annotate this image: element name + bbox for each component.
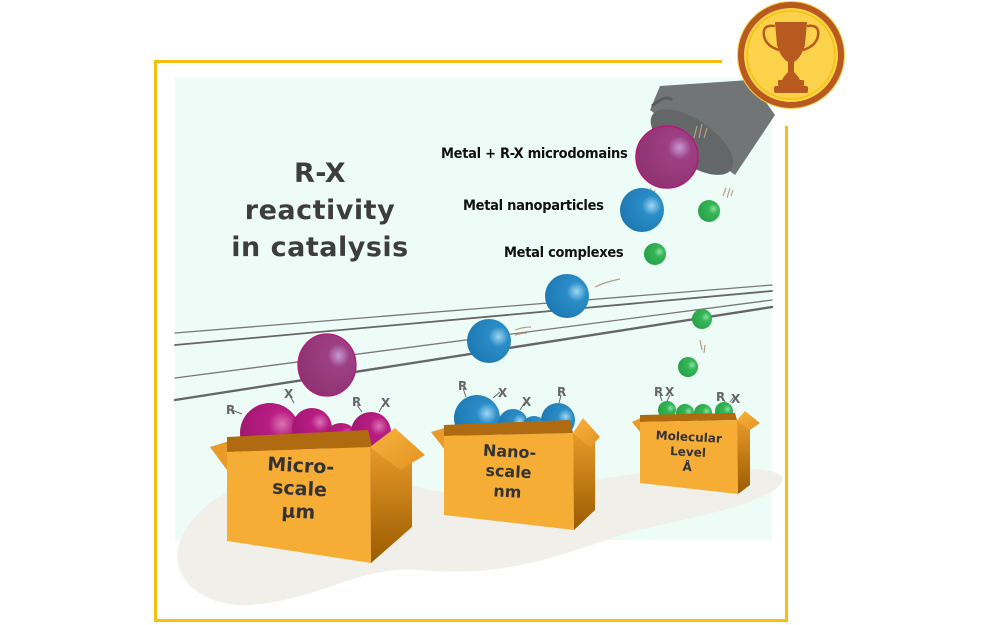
title-line-1: R-X xyxy=(293,158,347,189)
label-nanoparticles: Metal nanoparticles xyxy=(463,198,604,214)
label-microdomains: Metal + R-X microdomains xyxy=(441,146,628,162)
nano-sphere-falling xyxy=(620,188,664,232)
label-complexes: Metal complexes xyxy=(504,245,624,261)
figure-frame xyxy=(154,60,788,622)
mol-sphere-falling xyxy=(678,357,698,377)
svg-text:X: X xyxy=(731,392,741,406)
title-line-2: reactivity xyxy=(244,195,396,226)
svg-text:R: R xyxy=(352,395,361,409)
svg-text:R: R xyxy=(458,379,467,393)
mol-sphere-falling xyxy=(692,309,712,329)
mol-sphere-falling xyxy=(644,243,666,265)
mol-sphere-falling xyxy=(698,200,720,222)
svg-text:R: R xyxy=(716,390,725,404)
svg-text:X: X xyxy=(381,396,391,410)
svg-text:X: X xyxy=(665,385,675,399)
title-line-3: in catalysis xyxy=(231,232,409,263)
molecular-box-label: Molecular Level Å xyxy=(637,427,739,477)
svg-text:X: X xyxy=(522,395,532,409)
svg-text:R: R xyxy=(226,403,235,417)
diagram-title: R-X reactivity in catalysis xyxy=(210,155,430,266)
micro-sphere-falling xyxy=(635,125,699,189)
nano-box: R X X R xyxy=(431,379,600,530)
nano-sphere-falling xyxy=(545,274,589,318)
micro-sphere-falling xyxy=(297,333,357,397)
nano-box-label: Nano- scale nm xyxy=(445,439,573,505)
nano-sphere-falling xyxy=(467,319,511,363)
trophy-badge xyxy=(737,1,845,109)
trophy-icon xyxy=(762,22,820,93)
svg-text:X: X xyxy=(498,386,508,400)
micro-box: R X R X xyxy=(210,387,425,563)
svg-text:R: R xyxy=(557,385,566,399)
svg-text:R: R xyxy=(654,385,663,399)
molecular-box: R X R X xyxy=(632,385,760,494)
svg-text:X: X xyxy=(284,387,294,401)
micro-box-label: Micro- scale µm xyxy=(230,452,368,528)
